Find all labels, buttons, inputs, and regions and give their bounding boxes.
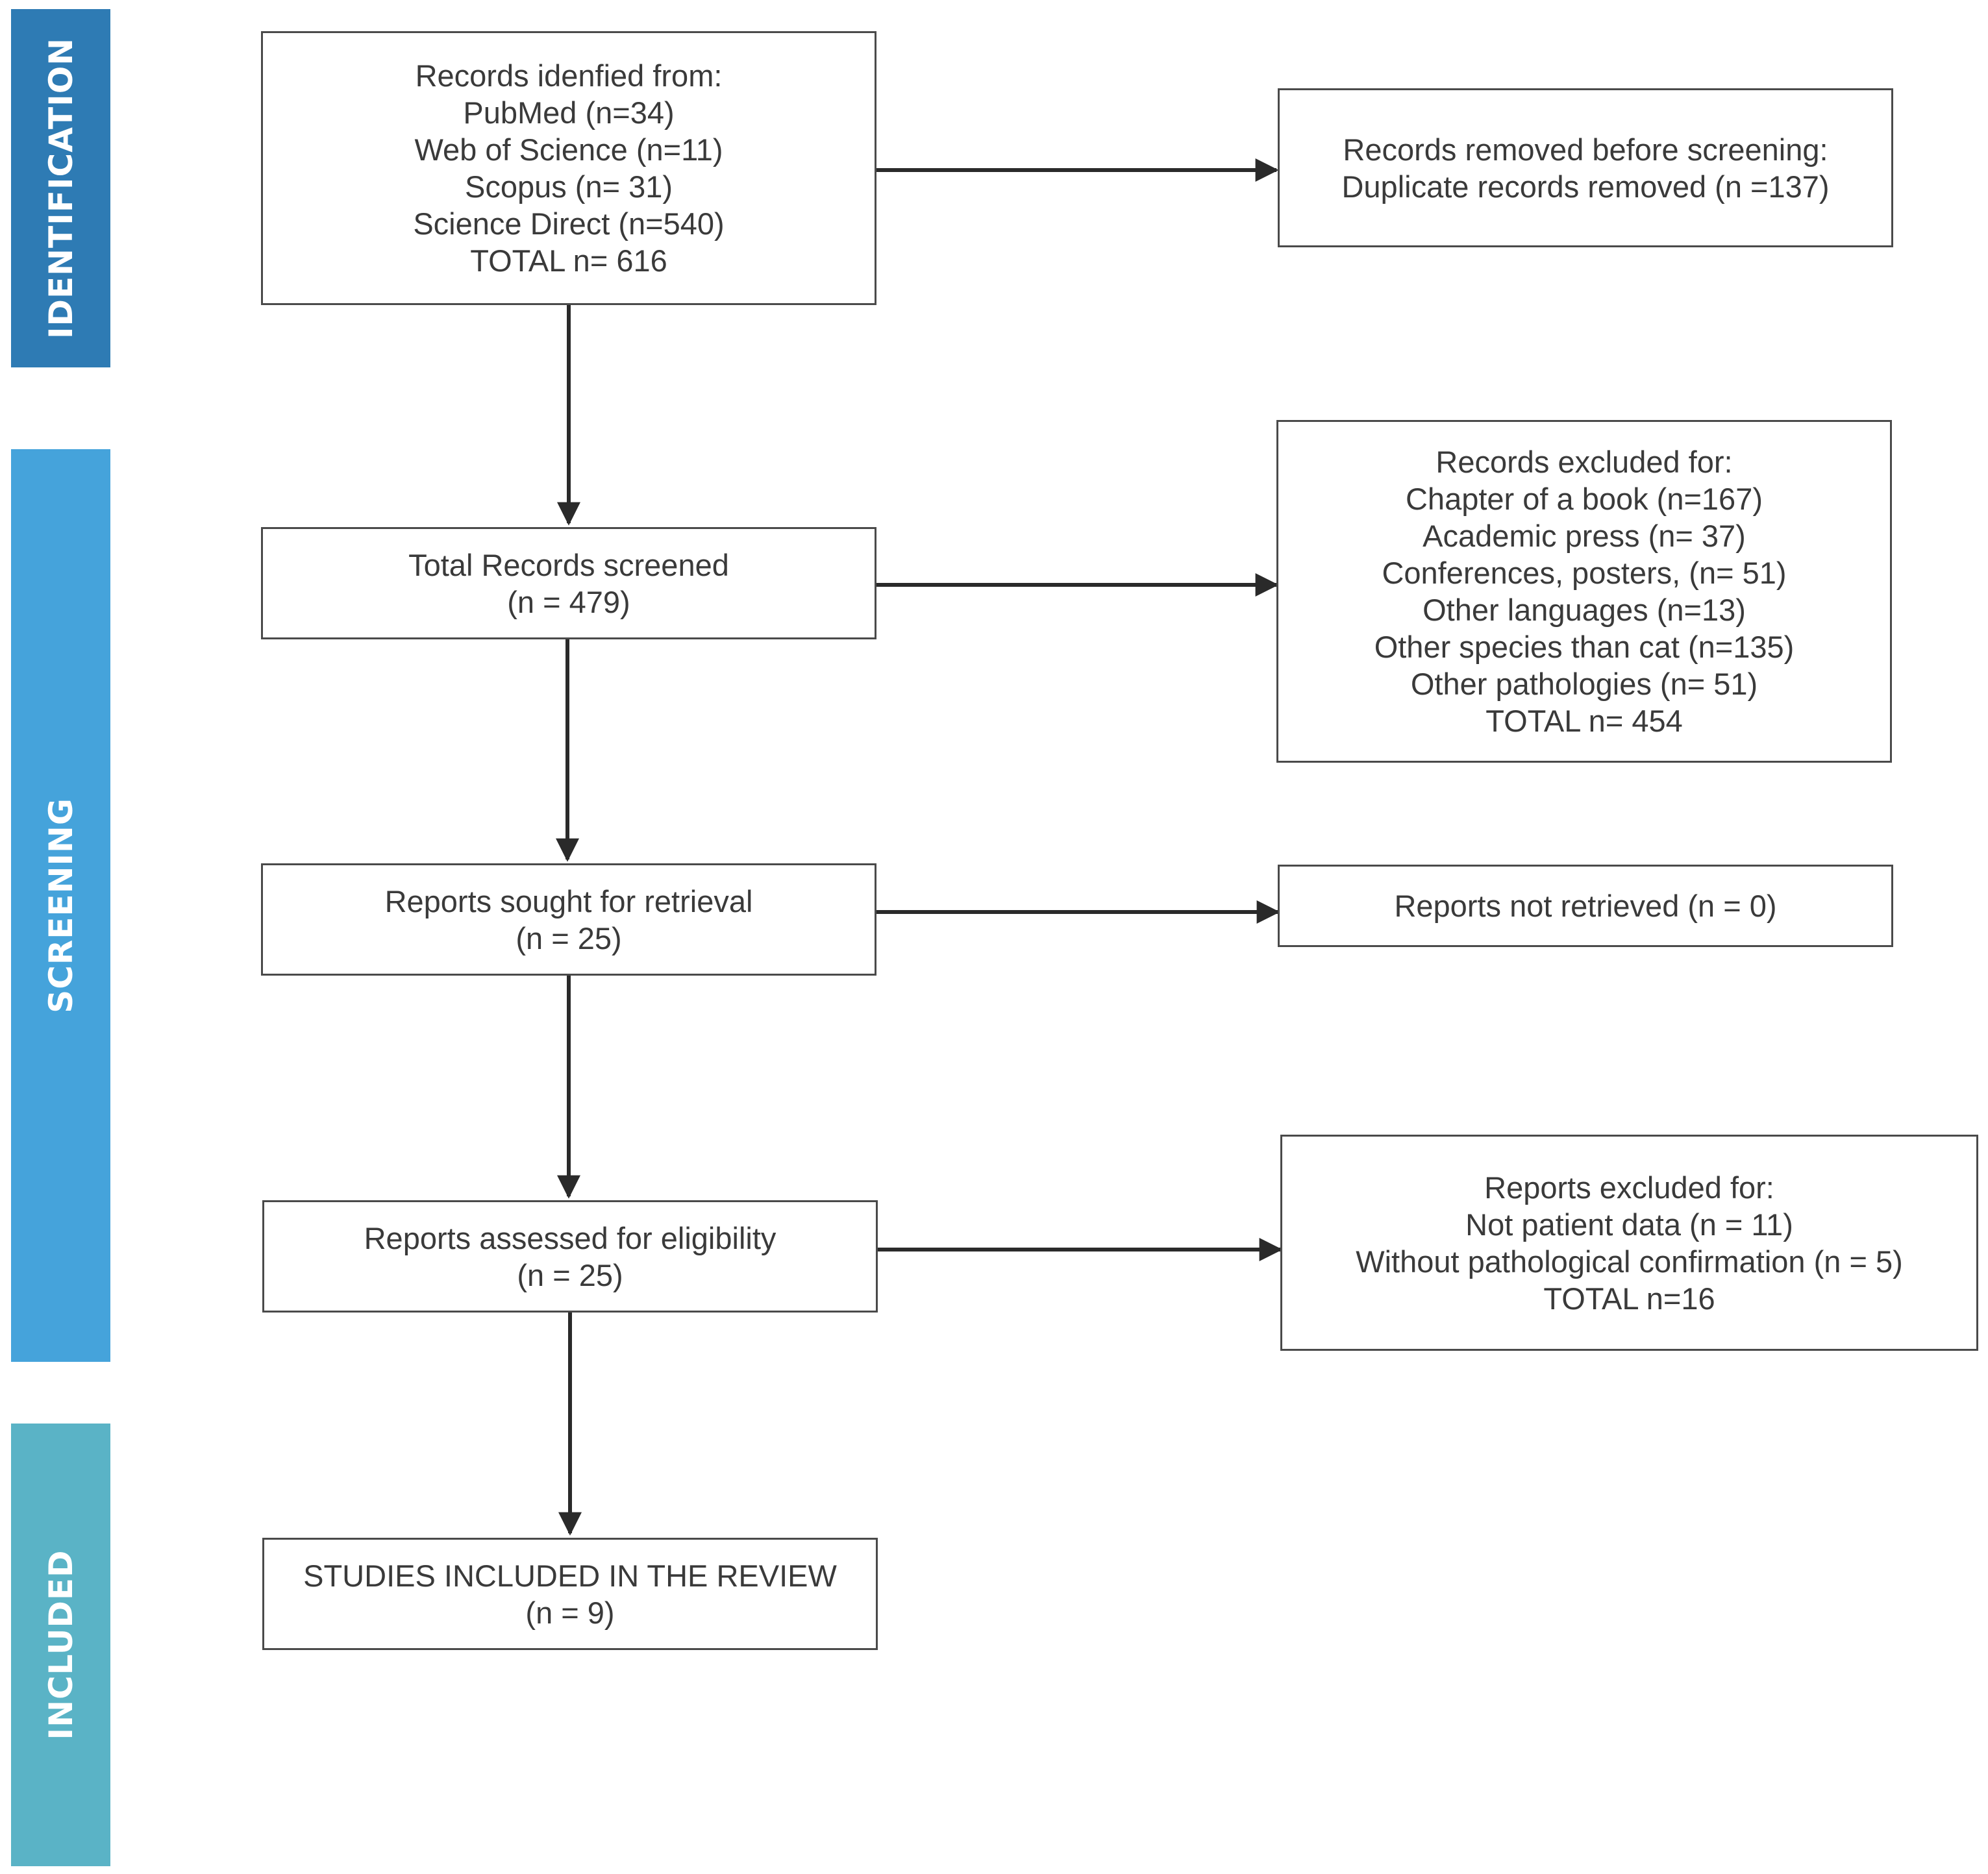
box-line: Web of Science (n=11) bbox=[414, 132, 723, 167]
phase-band-screening: SCREENING bbox=[11, 449, 110, 1362]
box-line: Not patient data (n = 11) bbox=[1465, 1207, 1793, 1242]
studies-included-box: STUDIES INCLUDED IN THE REVIEW(n = 9) bbox=[262, 1538, 878, 1650]
box-line: Chapter of a book (n=167) bbox=[1405, 482, 1763, 516]
phase-band-included: INCLUDED bbox=[11, 1424, 110, 1866]
box-line: Science Direct (n=540) bbox=[413, 206, 725, 241]
box-line: Other pathologies (n= 51) bbox=[1410, 667, 1758, 701]
box-line: Reports excluded for: bbox=[1484, 1170, 1774, 1205]
box-line: (n = 25) bbox=[517, 1257, 623, 1292]
box-line: Records excluded for: bbox=[1435, 445, 1733, 479]
records-identified-box: Records idenfied from:PubMed (n=34)Web o… bbox=[261, 31, 876, 305]
box-line: Other species than cat (n=135) bbox=[1374, 630, 1795, 664]
box-line: Other languages (n=13) bbox=[1423, 593, 1746, 627]
box-line: Records idenfied from: bbox=[415, 58, 723, 93]
box-line: Duplicate records removed (n =137) bbox=[1341, 169, 1830, 204]
box-line: Total Records screened bbox=[408, 547, 729, 582]
box-line: TOTAL n= 454 bbox=[1485, 704, 1683, 738]
box-line: Reports sought for retrieval bbox=[384, 883, 753, 919]
reports-sought-box: Reports sought for retrieval(n = 25) bbox=[261, 863, 876, 976]
reports-excluded-box: Reports excluded for:Not patient data (n… bbox=[1280, 1135, 1978, 1351]
box-line: (n = 479) bbox=[507, 584, 630, 619]
reports-assessed-box: Reports assessed for eligibility(n = 25) bbox=[262, 1200, 878, 1313]
box-line: TOTAL n=16 bbox=[1543, 1281, 1715, 1316]
box-line: Reports not retrieved (n = 0) bbox=[1394, 889, 1777, 923]
phase-band-identification: IDENTIFICATION bbox=[11, 9, 110, 367]
records-excluded-box: Records excluded for:Chapter of a book (… bbox=[1276, 420, 1892, 763]
box-line: Academic press (n= 37) bbox=[1423, 519, 1746, 553]
box-line: STUDIES INCLUDED IN THE REVIEW bbox=[303, 1558, 837, 1593]
box-line: Scopus (n= 31) bbox=[464, 169, 673, 204]
box-line: Records removed before screening: bbox=[1343, 132, 1828, 167]
box-line: TOTAL n= 616 bbox=[470, 243, 667, 278]
box-line: (n = 25) bbox=[516, 920, 622, 955]
records-removed-box: Records removed before screening:Duplica… bbox=[1278, 88, 1893, 247]
box-line: Reports assessed for eligibility bbox=[364, 1220, 777, 1255]
box-line: Without pathological confirmation (n = 5… bbox=[1356, 1244, 1903, 1279]
box-line: Conferences, posters, (n= 51) bbox=[1382, 556, 1787, 590]
box-line: PubMed (n=34) bbox=[463, 95, 675, 130]
reports-not-retrieved-box: Reports not retrieved (n = 0) bbox=[1278, 865, 1893, 947]
records-screened-box: Total Records screened(n = 479) bbox=[261, 527, 876, 639]
box-line: (n = 9) bbox=[525, 1595, 615, 1630]
